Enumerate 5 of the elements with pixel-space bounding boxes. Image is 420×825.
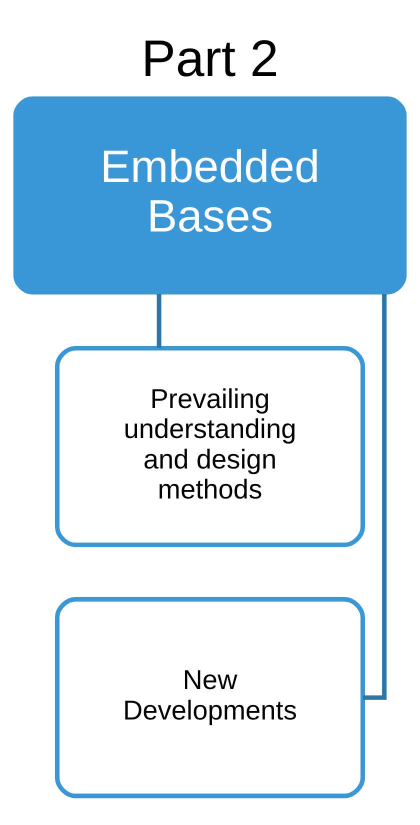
node-box: Prevailing understanding and design methods: [54, 346, 366, 548]
connector: [156, 294, 162, 348]
diagram-title: Part 2: [141, 29, 279, 88]
node-box: Embedded Bases: [13, 96, 407, 295]
node-box: New Developments: [54, 597, 366, 798]
